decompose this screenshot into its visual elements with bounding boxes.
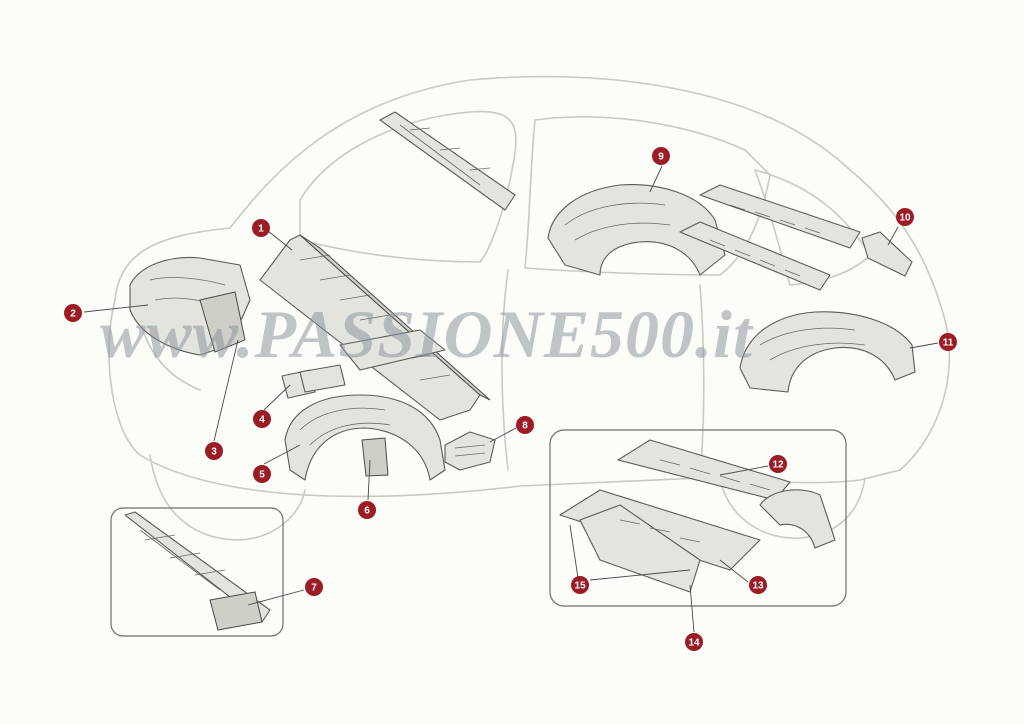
callout-13: 13 [749,576,767,594]
part-bracket [281,364,346,399]
part-front-wheelhouse [284,394,446,481]
part-small-panel [444,431,496,471]
callout-12: 12 [769,455,787,473]
svg-text:12: 12 [772,460,784,471]
svg-text:5: 5 [259,470,265,481]
svg-text:9: 9 [658,152,664,163]
part-rear-wheelhouse [547,184,726,276]
svg-text:14: 14 [688,638,700,649]
part-rear-bracket [861,231,913,277]
callout-7: 7 [305,578,323,596]
callout-8: 8 [516,416,534,434]
part-front-floor-pan [259,234,491,421]
callout-4: 4 [253,410,271,428]
svg-text:2: 2 [70,309,76,320]
part-front-inner-panel [129,256,251,356]
svg-text:4: 4 [259,415,265,426]
callout-11: 11 [939,333,957,351]
callout-5: 5 [253,465,271,483]
callout-6: 6 [358,501,376,519]
part-rear-parcel-shelf [679,184,861,291]
svg-text:3: 3 [211,447,217,458]
callout-15: 15 [571,576,589,594]
callout-10: 10 [896,208,914,226]
svg-text:13: 13 [752,581,764,592]
svg-text:7: 7 [311,583,317,594]
callout-9: 9 [652,147,670,165]
svg-text:8: 8 [522,421,528,432]
svg-text:10: 10 [899,213,911,224]
inset-rear-crossmember [110,507,284,637]
part-roof-crossmember [379,111,516,211]
svg-text:15: 15 [574,581,586,592]
svg-text:11: 11 [943,338,954,349]
car-body-outline [108,75,951,541]
svg-text:6: 6 [364,506,370,517]
callout-1: 1 [252,219,270,237]
callout-3: 3 [205,442,223,460]
leader-lines [83,165,939,633]
part-rear-wheel-arch [739,311,916,393]
svg-text:1: 1 [258,224,264,235]
callout-14: 14 [685,633,703,651]
callout-2: 2 [64,304,82,322]
inset-rear-floor-assembly [549,429,847,607]
